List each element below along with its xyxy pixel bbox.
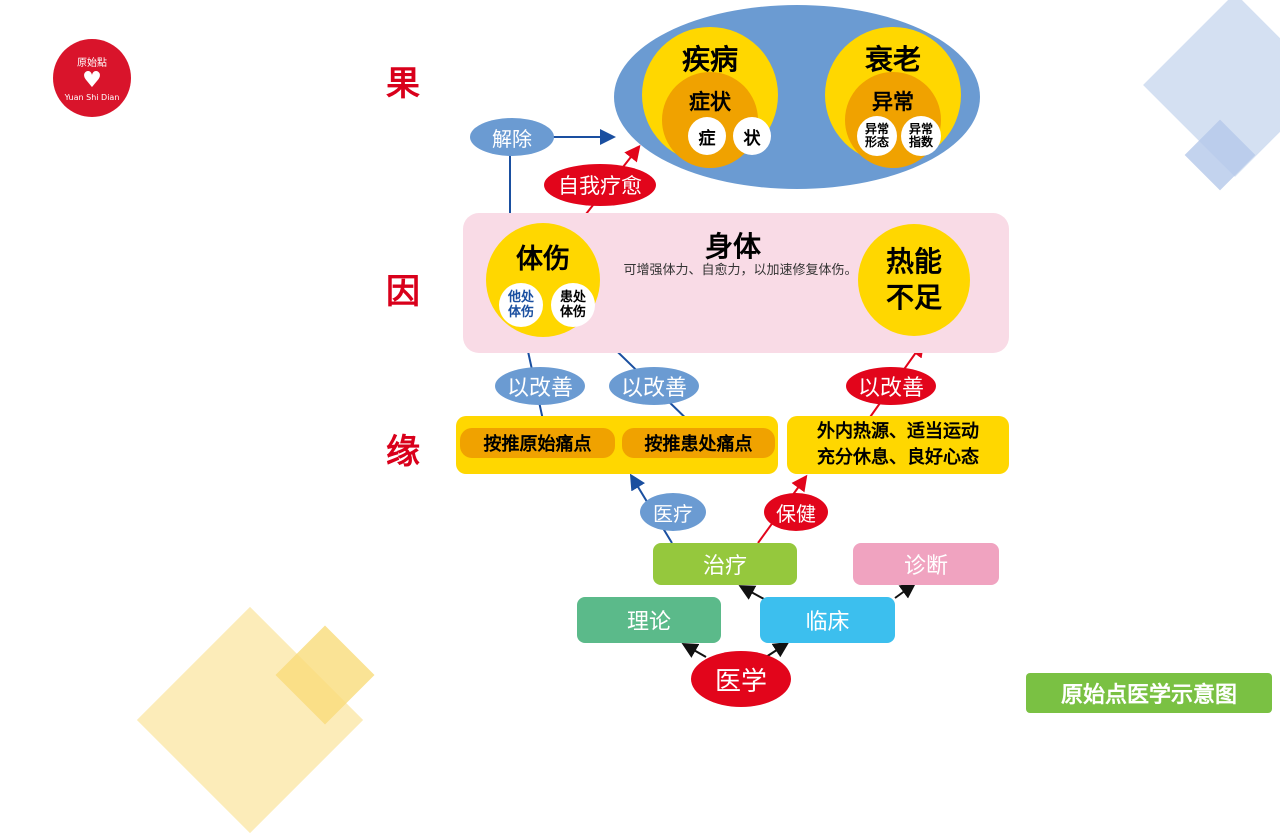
relieve-label: 解除	[470, 118, 554, 156]
medicine-ellipse: 医学	[691, 651, 791, 707]
diagram-title-badge: 原始点医学示意图	[1026, 673, 1272, 713]
label-result: 果	[386, 64, 420, 104]
label-cause: 因	[386, 272, 420, 312]
symptom-label: 症状	[689, 90, 731, 114]
improve-label: 以改善	[609, 367, 699, 405]
body-title: 身体	[704, 230, 761, 263]
medical-treatment-label: 医疗	[640, 493, 706, 531]
health-care-label: 保健	[764, 493, 828, 531]
aging-title: 衰老	[864, 43, 921, 76]
treatment-box: 治疗	[653, 543, 797, 585]
care-box: 外内热源、适当运动 充分休息、良好心态	[787, 416, 1009, 474]
symptom-left: 症	[688, 117, 726, 155]
symptom-right: 状	[733, 117, 771, 155]
improve-label: 以改善	[495, 367, 585, 405]
abnormal-index: 异常指数	[901, 116, 941, 156]
injury-title: 体伤	[516, 244, 570, 275]
heart-icon: ♥	[82, 68, 102, 93]
abnormal-label: 异常	[872, 90, 914, 114]
disease-title: 疾病	[681, 43, 738, 76]
abnormal-form: 异常形态	[857, 116, 897, 156]
care-line-1: 外内热源、适当运动	[817, 421, 979, 442]
clinical-box: 临床	[760, 597, 895, 643]
logo-text-en: Yuan Shi Dian	[64, 93, 120, 102]
logo-text-cn: 原始點	[77, 58, 107, 69]
label-condition: 缘	[386, 432, 420, 472]
improve-label: 以改善	[846, 367, 936, 405]
heat-deficit-circle: 热能不足	[858, 224, 970, 336]
press-original-point: 按推原始痛点	[460, 428, 615, 458]
body-description: 可增强体力、自愈力，以加速修复体伤。	[623, 263, 858, 278]
press-affected-point: 按推患处痛点	[622, 428, 775, 458]
other-injury: 他处体伤	[499, 283, 543, 327]
diagnosis-box: 诊断	[853, 543, 999, 585]
theory-box: 理论	[577, 597, 721, 643]
affected-injury: 患处体伤	[551, 283, 595, 327]
care-line-2: 充分休息、良好心态	[817, 447, 979, 468]
self-heal-label: 自我疗愈	[544, 164, 656, 206]
logo: 原始點 ♥ Yuan Shi Dian	[53, 39, 131, 117]
